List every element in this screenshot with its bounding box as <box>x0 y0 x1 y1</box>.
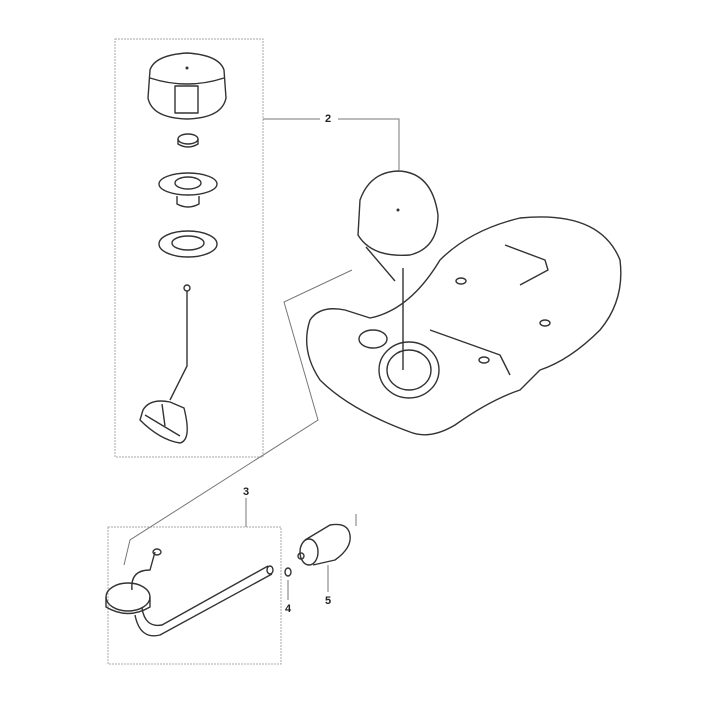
clip-icon <box>284 567 292 577</box>
callout-3: 3 <box>241 486 252 498</box>
pickup-weight-icon <box>139 284 191 444</box>
fuel-line-box <box>107 526 282 665</box>
callout-2: 2 <box>323 113 334 125</box>
fuel-cap-icon <box>147 52 227 120</box>
cap-kit-box <box>114 38 264 458</box>
fuel-hose-icon <box>134 565 274 637</box>
vent-plug-icon <box>177 133 199 148</box>
gasket-icon <box>158 230 218 258</box>
tank-cap-icon <box>357 170 439 370</box>
fuel-tank-icon <box>305 216 622 436</box>
grommet-icon <box>105 548 162 615</box>
callout-4: 4 <box>283 603 294 615</box>
callout-5: 5 <box>323 595 334 607</box>
fuel-filter-icon <box>297 523 351 566</box>
cap-insert-icon <box>158 172 218 208</box>
